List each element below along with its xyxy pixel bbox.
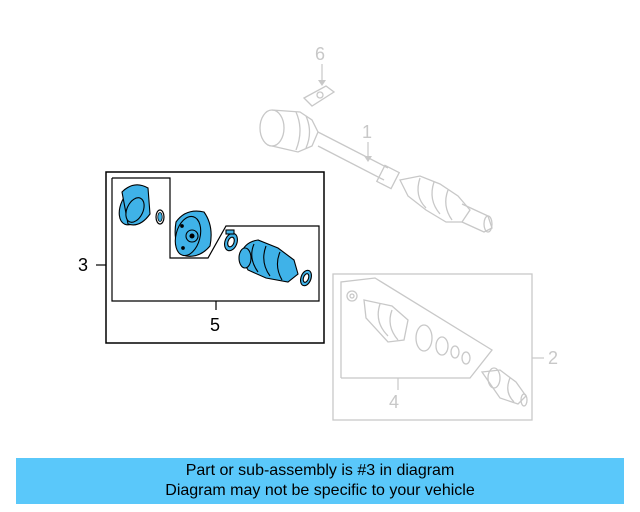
boot-cover-part [118, 184, 151, 226]
part-2-box [332, 273, 533, 421]
callout-4: 4 [389, 392, 399, 412]
joint-housing-part [174, 210, 212, 257]
callout-1: 1 [362, 122, 372, 142]
banner-line-1: Part or sub-assembly is #3 in diagram [185, 462, 455, 479]
small-clamp-part [300, 269, 312, 287]
info-banner: Part or sub-assembly is #3 in diagram Di… [16, 458, 624, 504]
part-3-box [96, 171, 325, 344]
callout-2: 2 [548, 348, 558, 368]
clip-ring-part [155, 209, 165, 225]
parts-diagram: 6 1 2 4 [78, 44, 558, 421]
clamp-band-part [224, 229, 238, 252]
banner-line-2: Diagram may not be specific to your vehi… [165, 482, 475, 499]
axle-shaft-assembly [259, 109, 493, 233]
callout-6: 6 [315, 44, 325, 64]
callout-5: 5 [210, 315, 220, 335]
callout-3: 3 [78, 255, 88, 275]
boot-part [238, 239, 299, 283]
part-6-clip [302, 85, 336, 107]
